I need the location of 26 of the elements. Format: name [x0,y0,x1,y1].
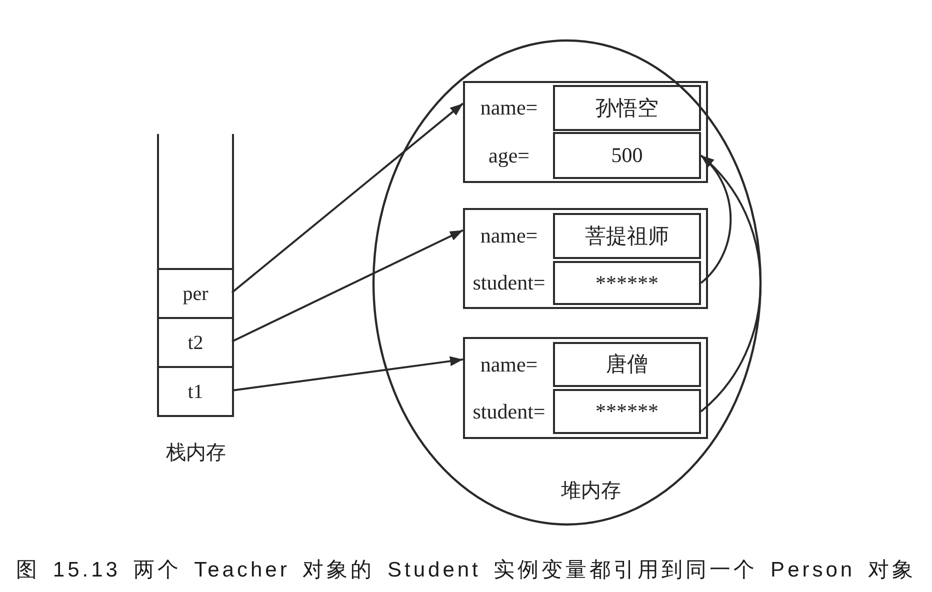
value-cell: 唐僧 [553,342,701,387]
field-label: name= [480,354,538,375]
arrow [231,102,464,294]
figure-caption: 图 15.13 两个 Teacher 对象的 Student 实例变量都引用到同一个 Person 对象 [16,560,916,580]
value-cell: ****** [553,389,701,434]
value-cell: 孙悟空 [553,85,701,131]
field-label: age= [488,145,530,166]
field-label: name= [480,226,538,246]
value-cell: 菩提祖师 [553,213,701,259]
field-label: name= [480,98,538,118]
heap-label: 堆内存 [561,481,621,501]
field-label: student= [472,272,546,294]
arrow [232,229,464,342]
object-box [463,81,708,183]
stack-label: 栈内存 [166,443,226,463]
arrow [232,356,464,392]
curved-arrow [700,154,762,412]
object-box [463,208,708,309]
object-box [463,337,708,439]
value-cell: 500 [553,132,701,179]
heap-ellipse [372,39,762,526]
stack-cell: per [159,268,232,317]
value-cell: ****** [553,261,701,305]
stack-cell: t1 [159,366,232,415]
field-label: student= [472,401,546,422]
stack-cell: t2 [159,317,232,366]
